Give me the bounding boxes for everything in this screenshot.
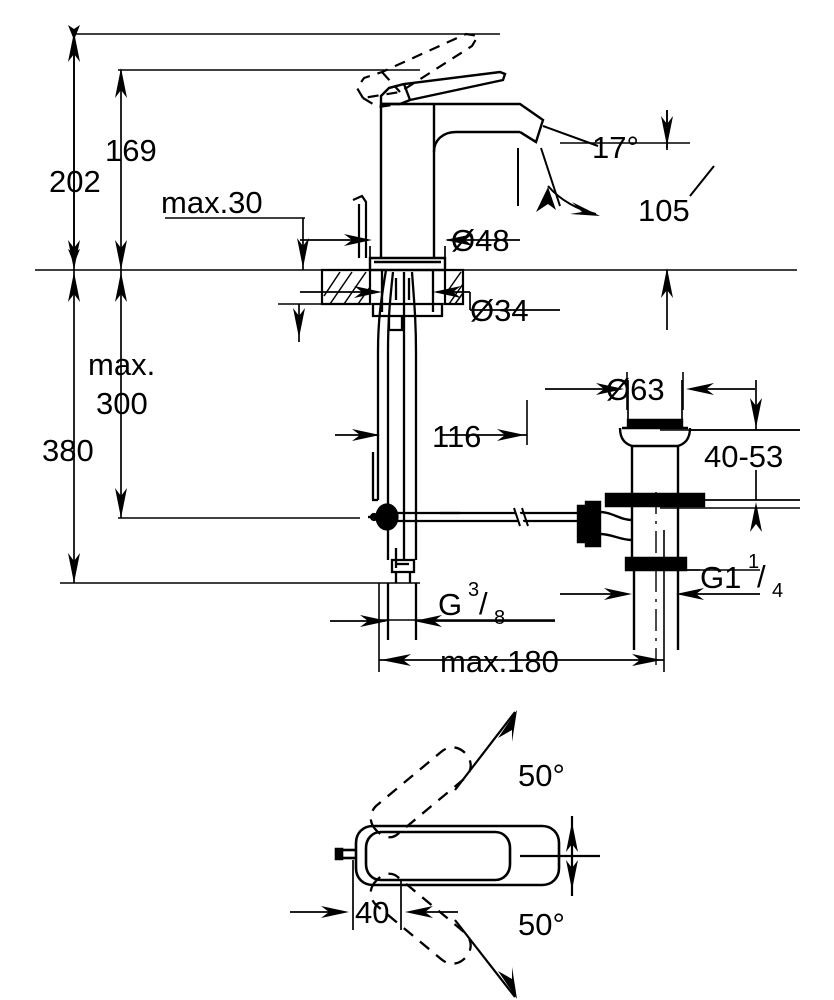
label-116: 116 [432, 419, 481, 454]
supply-connectors [371, 452, 418, 640]
label-17deg: 17° [592, 130, 639, 165]
label-g114-slash: / [757, 559, 766, 594]
label-40-53: 40-53 [704, 439, 783, 474]
label-g114-numerator: 1 [748, 551, 759, 573]
popup-connecting-rod [383, 511, 590, 523]
dimension-d63 [545, 380, 755, 420]
label-380: 380 [42, 433, 94, 468]
dimension-d48-arrows [344, 234, 473, 246]
popup-rod-pivot [368, 503, 399, 531]
lever-handle-closed [379, 70, 507, 106]
lever-handle-open-ghost [355, 32, 480, 109]
drawing-geometry [35, 25, 800, 999]
angle-17-arrowheads [536, 187, 600, 216]
dimension-d34-arrows [354, 286, 461, 298]
label-g114-prefix: G1 [700, 560, 741, 595]
popup-lift-rod [352, 194, 368, 258]
label-max300-line2: 300 [96, 386, 148, 421]
label-169: 169 [105, 133, 157, 168]
label-g38-slash: / [479, 586, 488, 621]
label-g114-denominator: 4 [772, 580, 783, 602]
plan-view-angle-arms [454, 711, 600, 998]
label-105: 105 [638, 193, 690, 228]
dimension-g38-arrows [360, 615, 442, 627]
plan-view-ghost-positions [369, 746, 472, 965]
label-g38-denominator: 8 [494, 607, 505, 629]
dimension-d34 [300, 291, 560, 311]
waste-assembly [576, 418, 706, 650]
dimension-g114-arrows [604, 588, 704, 600]
dimension-d63-arrows [596, 383, 714, 395]
dimension-max180-arrows [381, 654, 662, 666]
dimension-116-arrows [352, 429, 525, 441]
label-50deg-lower: 50° [518, 907, 565, 942]
label-g38-numerator: 3 [468, 579, 479, 601]
label-max30: max.30 [161, 185, 263, 220]
label-50deg-upper: 50° [518, 758, 565, 793]
plan-view-angle-arrows [498, 710, 578, 999]
label-plan-40: 40 [355, 895, 389, 930]
label-d63: Ø63 [606, 372, 665, 407]
plan-view-dimension-40-arrows [321, 906, 433, 918]
faucet-shank [371, 269, 444, 560]
dimension-arrows [68, 32, 673, 583]
label-d48: Ø48 [451, 223, 510, 258]
label-d34: Ø34 [470, 293, 529, 328]
dimension-lines [73, 34, 668, 583]
rod-break [513, 508, 525, 526]
label-max180: max.180 [440, 644, 559, 679]
plan-view-handle [334, 824, 561, 887]
dimension-40-53-arrows [750, 398, 762, 532]
rod-break-marks [513, 507, 529, 527]
label-202: 202 [49, 164, 101, 199]
label-g38-prefix: G [438, 587, 462, 622]
dimension-labels: 202 169 max.30 Ø48 Ø34 17° 105 max. 300 … [42, 130, 783, 942]
label-max300-line1: max. [88, 347, 155, 382]
